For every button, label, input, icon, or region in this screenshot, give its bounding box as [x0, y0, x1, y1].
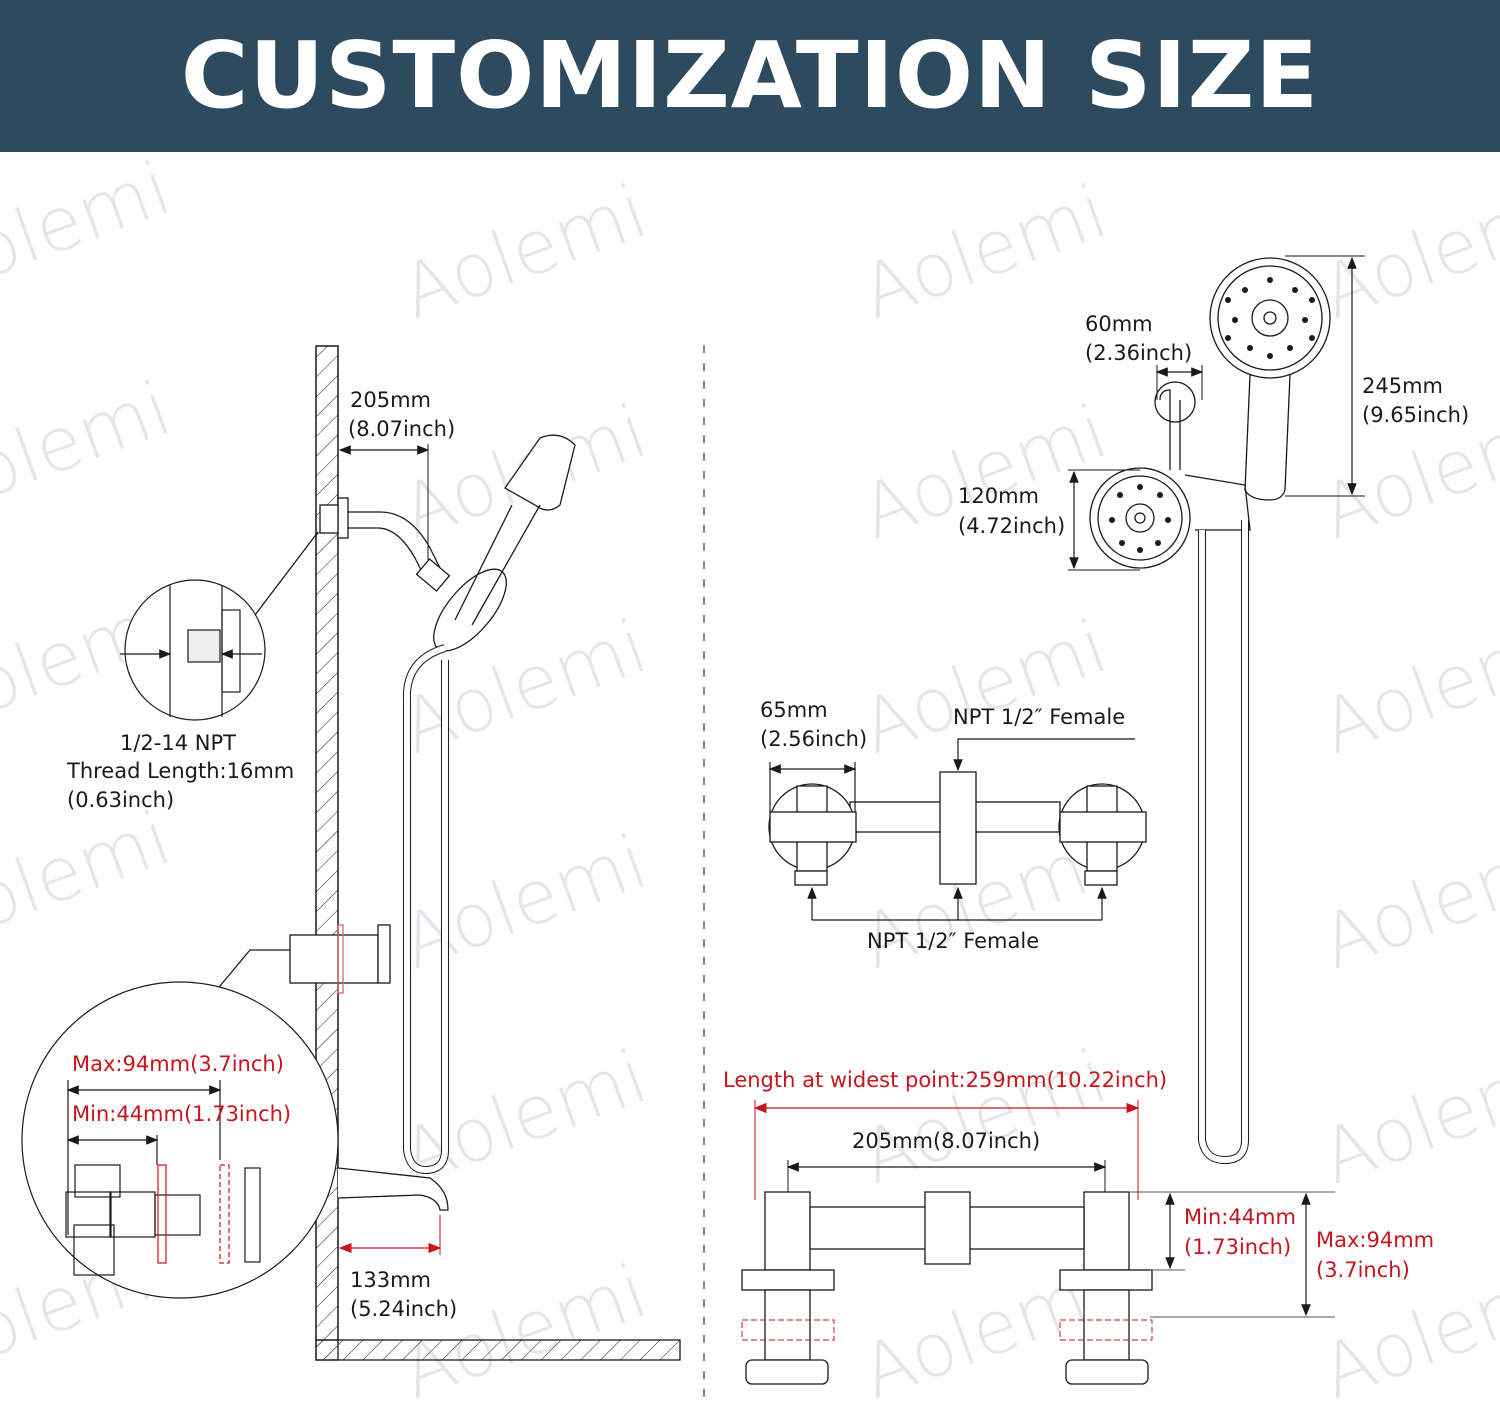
- thread-spec: 1/2-14 NPT: [120, 731, 236, 755]
- widest-point-length: Length at widest point:259mm(10.22inch): [723, 1068, 1168, 1092]
- valve-top-view: [768, 771, 1147, 886]
- left-side-view: [199, 345, 681, 1361]
- handheld-length-inch: (9.65inch): [1362, 403, 1470, 427]
- valve-detail: [21, 981, 339, 1299]
- handle-width-mm: 65mm: [760, 698, 828, 722]
- spray-nozzles: [1109, 277, 1315, 553]
- max-depth-mm: Max:94mm: [1316, 1228, 1435, 1252]
- page-title: CUSTOMIZATION SIZE: [180, 22, 1320, 129]
- min-depth-inch: (1.73inch): [1184, 1235, 1292, 1259]
- header-banner: CUSTOMIZATION SIZE: [0, 0, 1500, 152]
- min-depth-mm: Min:44mm: [1184, 1205, 1296, 1229]
- thread-length: Thread Length:16mm: [67, 759, 295, 783]
- handheld-length-mm: 245mm: [1362, 374, 1443, 398]
- head-diameter-mm: 120mm: [958, 484, 1039, 508]
- arm-length-inch: (8.07inch): [348, 417, 456, 441]
- head-diameter-inch: (4.72inch): [958, 514, 1066, 538]
- top-outlet-spec: NPT 1/2″ Female: [953, 705, 1126, 729]
- valve-side-view: [741, 1191, 1153, 1385]
- arm-offset-inch: (2.36inch): [1085, 341, 1193, 365]
- valve-max-depth: Max:94mm(3.7inch): [72, 1052, 284, 1076]
- arm-length-mm: 205mm: [350, 388, 431, 412]
- handle-width-inch: (2.56inch): [760, 727, 868, 751]
- arm-offset-mm: 60mm: [1085, 312, 1153, 336]
- shower-head-front-view: [1089, 257, 1331, 1165]
- thread-length-inch: (0.63inch): [67, 788, 175, 812]
- max-depth-inch: (3.7inch): [1316, 1258, 1410, 1282]
- center-spacing: 205mm(8.07inch): [852, 1129, 1041, 1153]
- bottom-inlet-spec: NPT 1/2″ Female: [867, 929, 1040, 953]
- spout-length-inch: (5.24inch): [350, 1297, 458, 1321]
- thread-detail: [120, 579, 266, 721]
- valve-min-depth: Min:44mm(1.73inch): [72, 1102, 292, 1126]
- spout-length-mm: 133mm: [350, 1268, 431, 1292]
